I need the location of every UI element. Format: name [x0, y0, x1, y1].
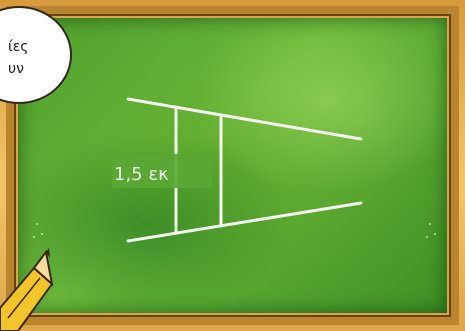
label-backdrop	[112, 154, 212, 188]
pencil-icon	[0, 248, 54, 331]
speech-bubble-line-2: υν	[8, 61, 24, 77]
funnel-bottom-line	[126, 201, 363, 243]
measurement-label: 1,5 εκ	[114, 164, 169, 185]
chalkboard: 1,5 εκ	[18, 18, 447, 313]
chalk-dots-right	[426, 223, 436, 238]
funnel-top-line	[126, 97, 363, 141]
chalk-dots-left	[33, 223, 43, 238]
chalk-drawing: 1,5 εκ	[33, 97, 436, 243]
speech-bubble-line-1: ίες	[8, 39, 29, 55]
